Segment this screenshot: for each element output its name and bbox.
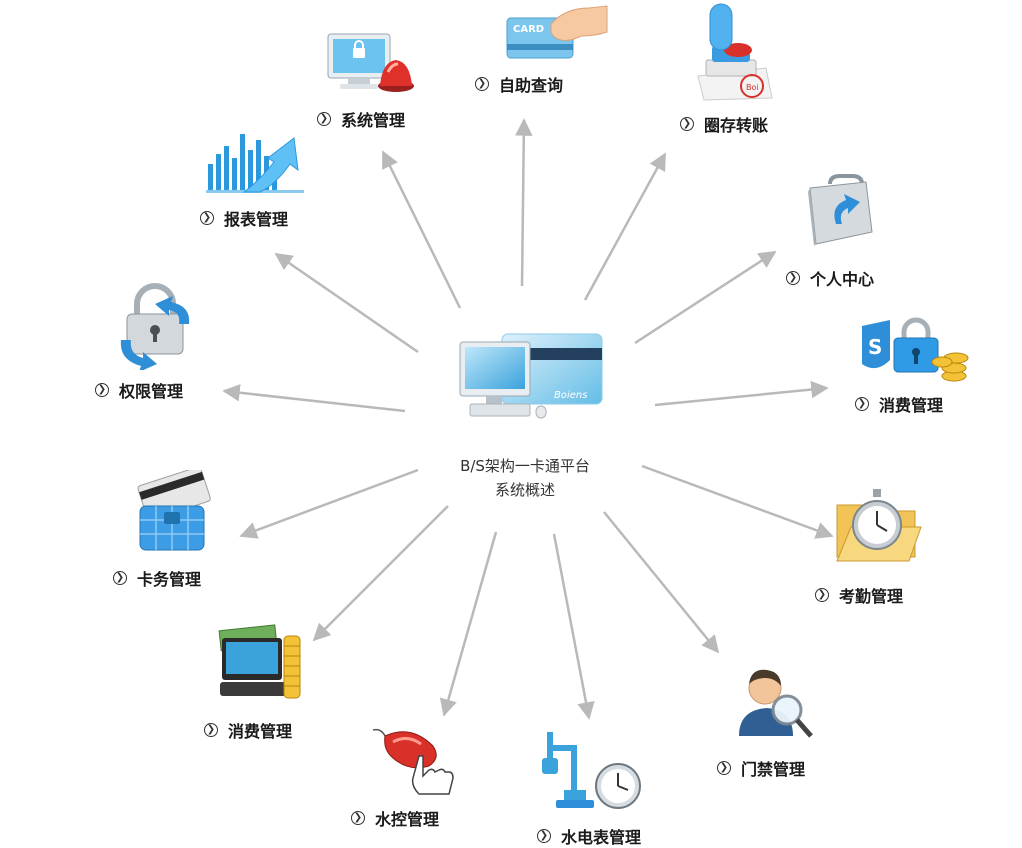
module-personal-label: 个人中心 <box>810 270 875 289</box>
arrow-to-transfer <box>583 152 667 301</box>
card-hand-icon: CARD <box>506 5 608 59</box>
chevron-right-icon: ❯ <box>680 117 694 131</box>
monitor-lock-icon <box>327 33 414 92</box>
chevron-right-icon: ❯ <box>204 723 218 737</box>
module-watercontrol[interactable]: ❯ 水控管理 <box>351 806 439 830</box>
chevron-right-icon: ❯ <box>786 271 800 285</box>
platform-center-icon: Boiens <box>459 333 603 419</box>
module-selfquery[interactable]: ❯ 自助查询 <box>475 72 563 96</box>
stamp-icon: Boi <box>697 3 773 101</box>
module-system[interactable]: ❯ 系统管理 <box>317 107 405 131</box>
mouse-hand-icon <box>372 728 454 795</box>
folder-stopwatch-icon <box>836 489 922 562</box>
module-watercontrol-label: 水控管理 <box>375 810 440 829</box>
chevron-right-icon: ❯ <box>475 77 489 91</box>
module-system-label: 系统管理 <box>341 111 406 130</box>
module-attendance[interactable]: ❯ 考勤管理 <box>815 583 903 607</box>
arrow-to-consume-left <box>312 505 449 642</box>
shield-lock-coins-icon: S <box>862 317 969 382</box>
module-report-label: 报表管理 <box>224 210 289 229</box>
chevron-right-icon: ❯ <box>113 571 127 585</box>
chevron-right-icon: ❯ <box>537 829 551 843</box>
module-transfer[interactable]: ❯ 圈存转账 <box>680 112 768 136</box>
module-consume-left[interactable]: ❯ 消费管理 <box>204 718 292 742</box>
module-personal[interactable]: ❯ 个人中心 <box>786 266 874 290</box>
arrow-to-attendance <box>641 464 834 539</box>
chevron-right-icon: ❯ <box>95 383 109 397</box>
module-meter[interactable]: ❯ 水电表管理 <box>537 824 641 848</box>
platform-title-line2: 系统概述 <box>494 481 555 499</box>
chevron-right-icon: ❯ <box>855 397 869 411</box>
arrow-to-personal <box>634 250 777 345</box>
chevron-right-icon: ❯ <box>317 112 331 126</box>
module-permission-label: 权限管理 <box>119 382 184 401</box>
arrow-to-meter <box>552 533 595 720</box>
platform-title-line1: B/S架构一卡通平台 <box>460 457 590 475</box>
card-label-text: CARD <box>513 24 544 35</box>
module-meter-label: 水电表管理 <box>561 828 642 847</box>
arrow-to-selfquery <box>515 118 533 287</box>
module-transfer-label: 圈存转账 <box>704 116 769 135</box>
module-selfquery-label: 自助查询 <box>499 76 564 95</box>
arrow-to-permission <box>222 384 406 413</box>
card-basket-icon <box>137 470 211 551</box>
padlock-refresh-icon <box>120 283 190 370</box>
bar-chart-arrow-icon <box>206 134 304 193</box>
module-permission[interactable]: ❯ 权限管理 <box>95 378 183 402</box>
module-card[interactable]: ❯ 卡务管理 <box>113 566 201 590</box>
module-card-label: 卡务管理 <box>137 570 202 589</box>
module-consume-left-label: 消费管理 <box>228 722 293 741</box>
stamp-label-text: Boi <box>746 83 759 92</box>
arrow-to-access <box>603 511 720 654</box>
chevron-right-icon: ❯ <box>200 211 214 225</box>
chevron-right-icon: ❯ <box>351 811 365 825</box>
module-report[interactable]: ❯ 报表管理 <box>200 206 288 230</box>
arrow-to-card <box>239 468 419 539</box>
module-attendance-label: 考勤管理 <box>839 587 904 606</box>
chevron-right-icon: ❯ <box>815 588 829 602</box>
module-access-label: 门禁管理 <box>741 760 806 779</box>
arrow-to-system <box>381 150 462 309</box>
module-consume-right[interactable]: ❯ 消费管理 <box>855 392 943 416</box>
chevron-right-icon: ❯ <box>717 761 731 775</box>
module-consume-right-label: 消费管理 <box>879 396 944 415</box>
module-access[interactable]: ❯ 门禁管理 <box>717 756 805 780</box>
arrow-to-consume-right <box>654 380 829 407</box>
user-magnifier-icon <box>739 669 813 738</box>
arrow-to-watercontrol <box>439 531 498 717</box>
shield-letter-text: S <box>868 335 882 359</box>
faucet-clock-icon <box>542 732 641 809</box>
platform-title: B/S架构一卡通平台 系统概述 <box>430 454 620 502</box>
arrow-to-report <box>274 252 419 354</box>
card-brand-text: Boiens <box>554 390 587 401</box>
briefcase-icon <box>808 174 873 246</box>
pos-terminal-money-icon <box>218 624 301 699</box>
